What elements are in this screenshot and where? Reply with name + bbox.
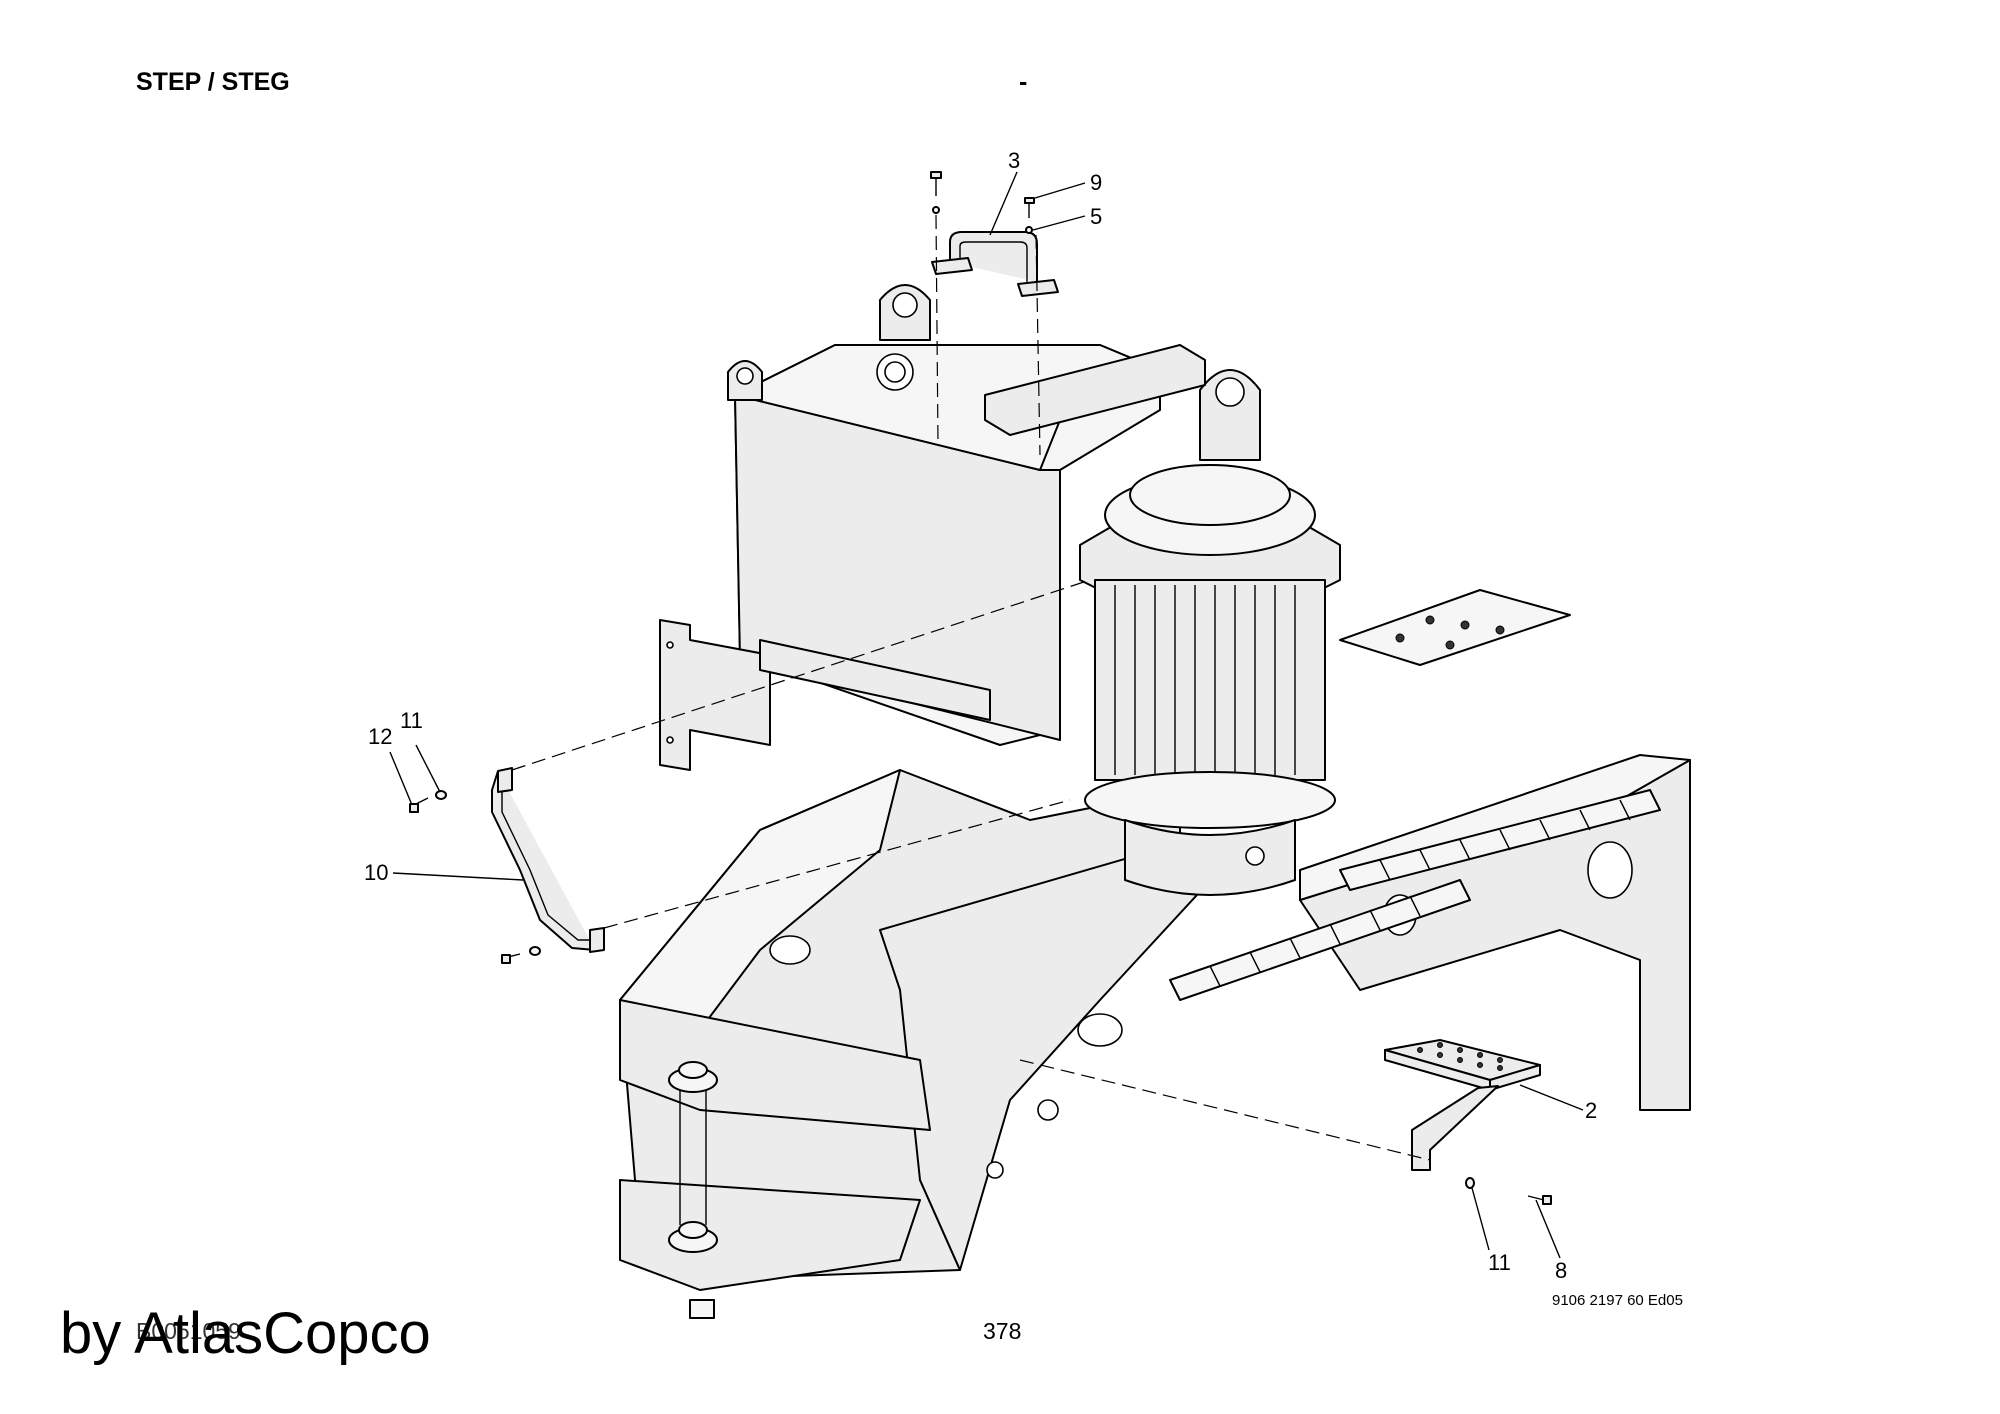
tank-box <box>734 344 1161 746</box>
electric-motor <box>1079 464 1341 896</box>
callout-8: 8 <box>1555 1258 1567 1283</box>
pivot-bracket <box>619 999 931 1319</box>
left-upper-bracket <box>759 639 991 721</box>
callout-3: 3 <box>1008 148 1020 173</box>
page-title: STEP / STEG <box>136 68 290 96</box>
document-reference: 9106 2197 60 Ed05 <box>1552 1292 1683 1309</box>
handle-screw-left <box>930 171 942 214</box>
washer-part-11-lower <box>1465 1177 1475 1189</box>
cable-tray-lower <box>1169 879 1471 1001</box>
step-part-2 <box>1384 1039 1541 1171</box>
callout-9: 9 <box>1090 170 1102 195</box>
washer-part-5 <box>1025 226 1033 234</box>
side-plate <box>659 619 771 771</box>
lifting-eye-left <box>879 284 931 341</box>
lifting-eye-right <box>1199 369 1261 461</box>
washer-part-11-upper <box>435 790 447 800</box>
figure-id: B0051059 <box>136 1318 241 1344</box>
screw-part-9 <box>1024 197 1035 218</box>
callout-12: 12 <box>368 724 392 749</box>
bolt-lower-left <box>501 946 541 964</box>
page-number: 378 <box>983 1318 1022 1344</box>
electrical-panel <box>1339 589 1571 666</box>
bolt-part-8 <box>1527 1195 1552 1205</box>
callout-10: 10 <box>364 860 388 885</box>
title-separator: - <box>1019 68 1028 96</box>
callout-2: 2 <box>1585 1098 1597 1123</box>
callout-5: 5 <box>1090 204 1102 229</box>
cable-tray-upper <box>1339 789 1661 891</box>
callout-leaders <box>389 171 1584 1259</box>
callout-11-lower: 11 <box>1488 1250 1511 1275</box>
rail-part-10 <box>491 767 605 953</box>
handle-part-3 <box>931 231 1059 297</box>
lifting-eye-rear <box>727 360 763 401</box>
top-cross-beam <box>984 344 1206 436</box>
brand-watermark: by AtlasCopco <box>60 1301 431 1366</box>
callout-11-upper: 11 <box>400 708 423 733</box>
bolt-part-12 <box>409 797 429 813</box>
